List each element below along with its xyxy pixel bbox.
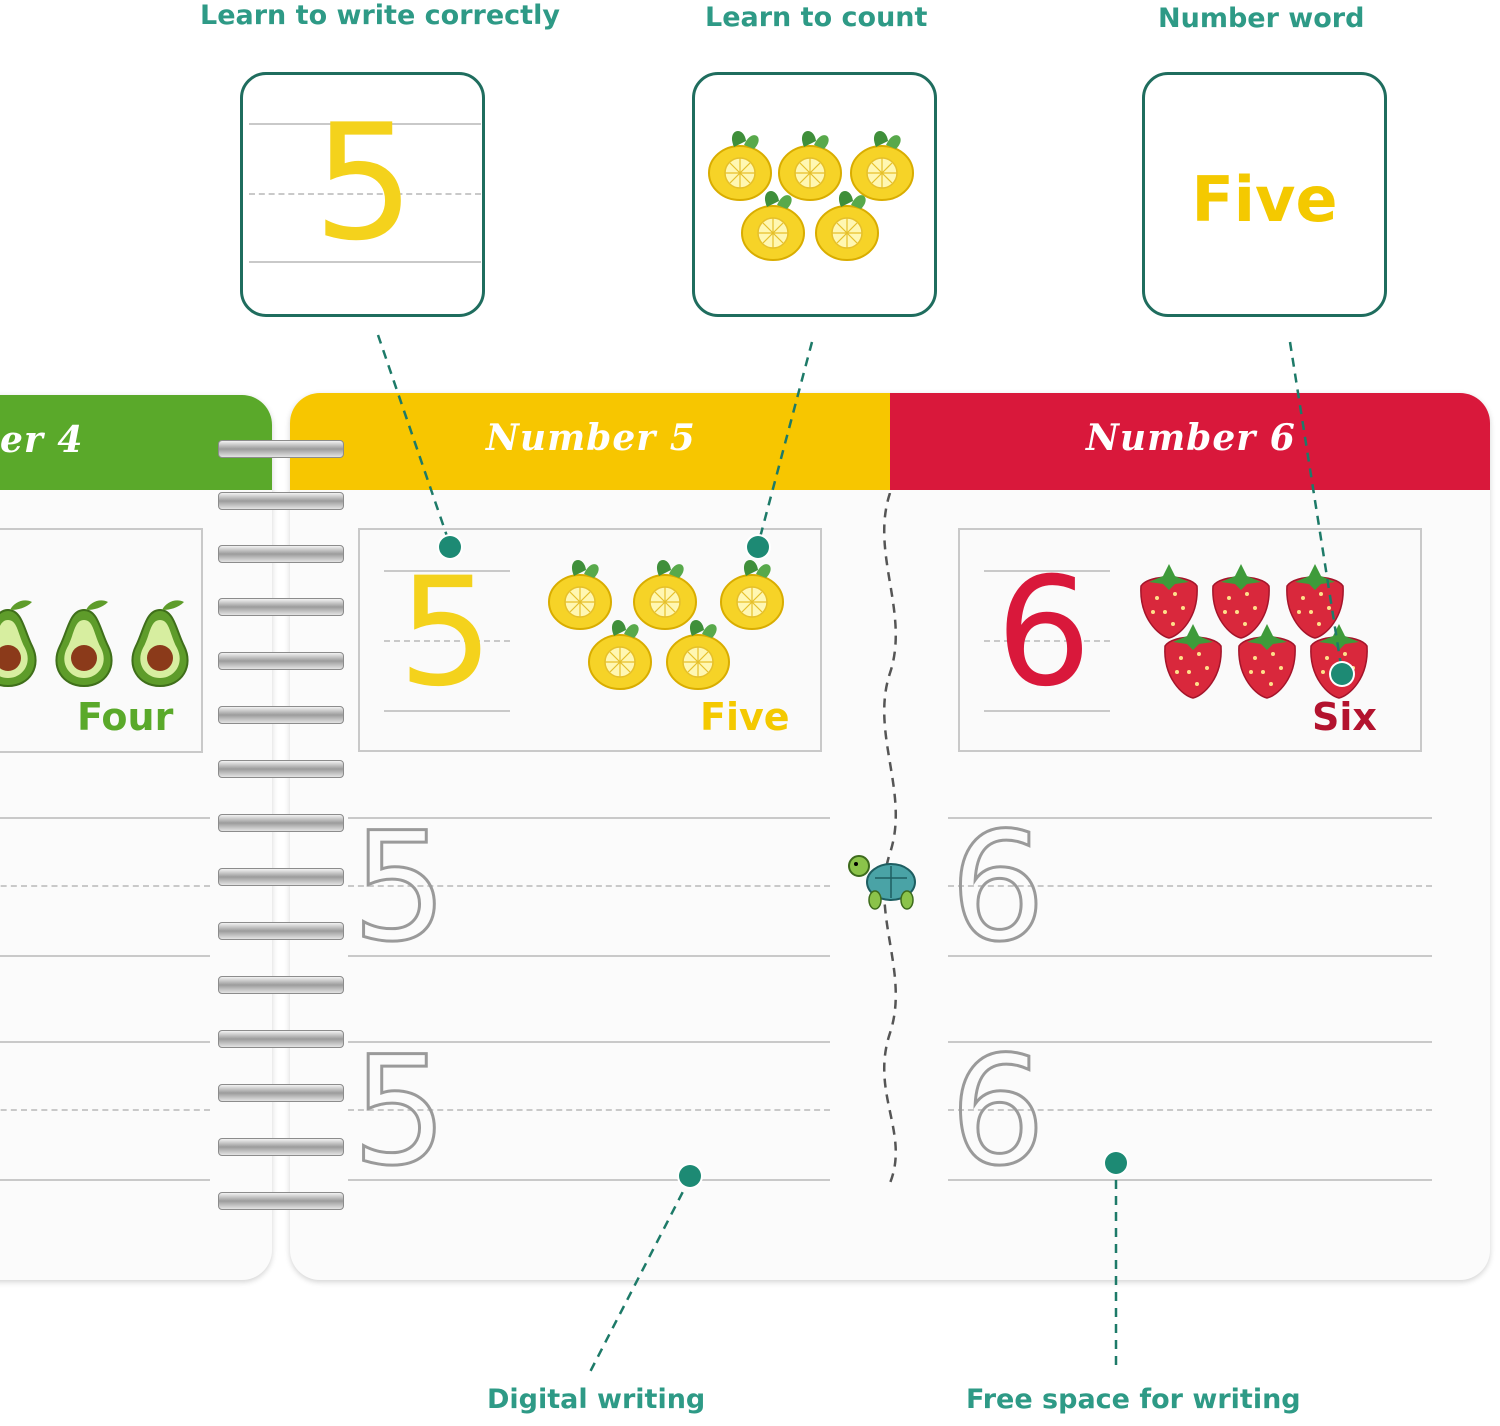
binding-ring bbox=[218, 598, 344, 616]
connector-dot-word bbox=[1331, 663, 1353, 685]
card-middle-digit: 5 bbox=[398, 546, 494, 720]
binding-ring bbox=[218, 1138, 344, 1156]
callout-digit-five: 5 bbox=[313, 89, 415, 276]
binding-ring bbox=[218, 492, 344, 510]
binding-ring bbox=[218, 545, 344, 563]
callout-label-write: Learn to write correctly bbox=[200, 0, 560, 31]
connector-dot-digital bbox=[679, 1165, 701, 1187]
tab-right: Number 6 bbox=[890, 393, 1490, 490]
binding-ring bbox=[218, 976, 344, 994]
binding-ring bbox=[218, 868, 344, 886]
card-middle-word: Five bbox=[700, 695, 790, 739]
trace-digit-middle-2: 5 bbox=[350, 1025, 448, 1199]
turtle-icon bbox=[848, 855, 916, 910]
binding-ring bbox=[218, 760, 344, 778]
tab-middle-title: Number 5 bbox=[486, 417, 696, 459]
binding-ring bbox=[218, 706, 344, 724]
tab-left-title: er 4 bbox=[0, 419, 84, 461]
binding-ring bbox=[218, 440, 344, 458]
connector-dot-count bbox=[747, 536, 769, 558]
card-right-word: Six bbox=[1312, 695, 1377, 739]
trace-digit-middle-1: 5 bbox=[350, 801, 448, 975]
callout-label-digital: Digital writing bbox=[487, 1384, 706, 1415]
callout-label-word: Number word bbox=[1158, 3, 1365, 34]
callout-label-count: Learn to count bbox=[705, 2, 928, 33]
connector-dot-write bbox=[439, 536, 461, 558]
trace-digit-right-2: 6 bbox=[948, 1025, 1046, 1199]
binding-ring bbox=[218, 922, 344, 940]
callout-label-free: Free space for writing bbox=[966, 1384, 1301, 1415]
card-middle: 5 Five bbox=[358, 528, 822, 752]
binding-ring bbox=[218, 1192, 344, 1210]
binding-ring bbox=[218, 1084, 344, 1102]
callout-box-word: Five bbox=[1142, 72, 1387, 317]
card-right-digit: 6 bbox=[996, 546, 1092, 720]
word-left: Four bbox=[77, 695, 174, 739]
tab-right-title: Number 6 bbox=[1086, 417, 1296, 459]
callout-box-write: 5 bbox=[240, 72, 485, 317]
card-left: Four bbox=[0, 528, 203, 753]
binding-ring bbox=[218, 1030, 344, 1048]
trace-digit-right-1: 6 bbox=[948, 801, 1046, 975]
page-right-sheet: Number 5 Number 6 5 Five 6 bbox=[290, 393, 1490, 1280]
binding-ring bbox=[218, 814, 344, 832]
page-left: er 4 Four bbox=[0, 395, 272, 1280]
connector-dot-free bbox=[1105, 1152, 1127, 1174]
callout-word-five: Five bbox=[1191, 163, 1338, 236]
callout-box-count bbox=[692, 72, 937, 317]
tab-middle: Number 5 bbox=[290, 393, 890, 490]
binding-ring bbox=[218, 652, 344, 670]
card-right: 6 Six bbox=[958, 528, 1422, 752]
